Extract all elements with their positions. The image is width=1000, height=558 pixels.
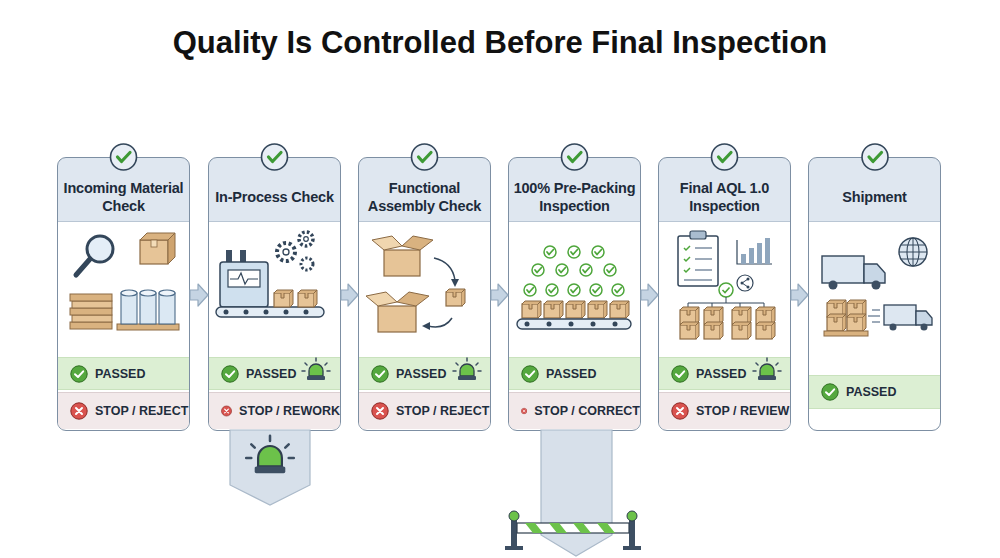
barrier-symbol-part: [627, 511, 637, 521]
card-heading: 100% Pre-Packing Inspection: [511, 172, 638, 222]
barrier-symbol-part: [505, 546, 523, 550]
pass-icon: [70, 365, 88, 383]
band-text: STOP / REWORK: [239, 404, 340, 418]
icon-circle: [372, 365, 388, 381]
process-stage-card: Final AQL 1.0 InspectionPASSED STOP / REV…: [658, 157, 791, 431]
flow-arrow: [791, 284, 808, 306]
heading-text: 100% Pre-Packing Inspection: [511, 179, 638, 215]
band-text: PASSED: [246, 367, 296, 381]
flow-arrow: [341, 284, 358, 306]
icon-circle: [521, 408, 527, 414]
band-text: STOP / CORRECT: [534, 404, 640, 418]
process-stage-card: Incoming Material CheckPASSED STOP / REJE…: [57, 157, 190, 431]
icon-circle: [71, 365, 87, 381]
stop-band: STOP / CORRECT: [509, 392, 640, 429]
icon-mark: [76, 408, 82, 414]
icon-mark: [826, 389, 834, 395]
card-heading: Shipment: [811, 172, 938, 222]
pass-icon: [221, 365, 239, 383]
drop-tab: [230, 430, 310, 505]
icon-circle: [372, 403, 388, 419]
stop-band: STOP / REVIEW: [659, 392, 790, 429]
band-text: PASSED: [846, 385, 896, 399]
process-stage-card: In-Process CheckPASSED STOP / REWORK: [208, 157, 341, 431]
pass-icon: [671, 365, 689, 383]
heading-text: Shipment: [842, 188, 906, 206]
band-text: STOP / REVIEW: [696, 404, 789, 418]
band-text: STOP / REJECT: [396, 404, 489, 418]
icon-mark: [526, 371, 534, 377]
drop-tab-part: [230, 430, 310, 505]
band-text: PASSED: [95, 367, 145, 381]
icon-mark: [523, 410, 525, 412]
flow-arrow: [190, 284, 208, 306]
icon-circle: [71, 403, 87, 419]
icon-circle: [222, 365, 238, 381]
stop-icon: [671, 402, 689, 420]
heading-text: Functional Assembly Check: [361, 179, 488, 215]
stop-icon: [521, 402, 527, 420]
icon-mark: [677, 408, 683, 414]
stop-icon: [70, 402, 88, 420]
icon-circle: [822, 384, 838, 400]
drop-tab-part: [246, 436, 294, 473]
icon-circle: [672, 403, 688, 419]
pass-icon: [371, 365, 389, 383]
icon-mark: [376, 371, 384, 377]
band-text: STOP / REJECT: [95, 404, 188, 418]
icon-mark: [377, 408, 383, 414]
passed-band: PASSED: [659, 357, 790, 390]
stop-icon: [221, 402, 232, 420]
barrier-symbol-part: [623, 546, 641, 550]
barrier-symbol-part: [629, 518, 635, 548]
band-text: PASSED: [396, 367, 446, 381]
drop-tab: [541, 430, 612, 556]
process-stage-card: ShipmentPASSED: [808, 157, 941, 431]
stop-icon: [371, 402, 389, 420]
card-heading: Incoming Material Check: [60, 172, 187, 222]
stop-band: STOP / REWORK: [209, 392, 340, 429]
passed-band: PASSED: [209, 357, 340, 390]
process-stage-card: 100% Pre-Packing InspectionPASSED STOP / …: [508, 157, 641, 431]
heading-text: In-Process Check: [215, 188, 334, 206]
heading-text: Final AQL 1.0 Inspection: [661, 179, 788, 215]
band-text: PASSED: [696, 367, 746, 381]
stop-band: STOP / REJECT: [359, 392, 490, 429]
icon-circle: [672, 365, 688, 381]
flow-arrow: [491, 284, 508, 306]
card-heading: Final AQL 1.0 Inspection: [661, 172, 788, 222]
barrier-symbol-part: [517, 523, 629, 533]
passed-band: PASSED: [509, 357, 640, 390]
barrier-symbol-part: [509, 511, 519, 521]
passed-band: PASSED: [359, 357, 490, 390]
barrier-symbol-part: [525, 523, 615, 533]
process-stage-card: Functional Assembly CheckPASSED STOP / RE…: [358, 157, 491, 431]
barrier-symbol: [505, 511, 641, 550]
icon-mark: [676, 371, 684, 377]
pass-icon: [521, 365, 539, 383]
pass-icon: [821, 383, 839, 401]
icon-mark: [225, 409, 229, 413]
icon-circle: [522, 365, 538, 381]
card-heading: In-Process Check: [211, 172, 338, 222]
card-heading: Functional Assembly Check: [361, 172, 488, 222]
barrier-symbol-part: [511, 518, 517, 548]
band-text: PASSED: [546, 367, 596, 381]
icon-circle: [221, 406, 231, 416]
passed-band: PASSED: [809, 375, 940, 409]
heading-text: Incoming Material Check: [60, 179, 187, 215]
stop-band: STOP / REJECT: [58, 392, 189, 429]
diagram-title: Quality Is Controlled Before Final Inspe…: [0, 24, 1000, 62]
flow-arrow: [641, 284, 658, 306]
passed-band: PASSED: [58, 357, 189, 390]
drop-tab-part: [541, 430, 612, 556]
icon-mark: [226, 371, 234, 377]
icon-mark: [75, 371, 83, 377]
